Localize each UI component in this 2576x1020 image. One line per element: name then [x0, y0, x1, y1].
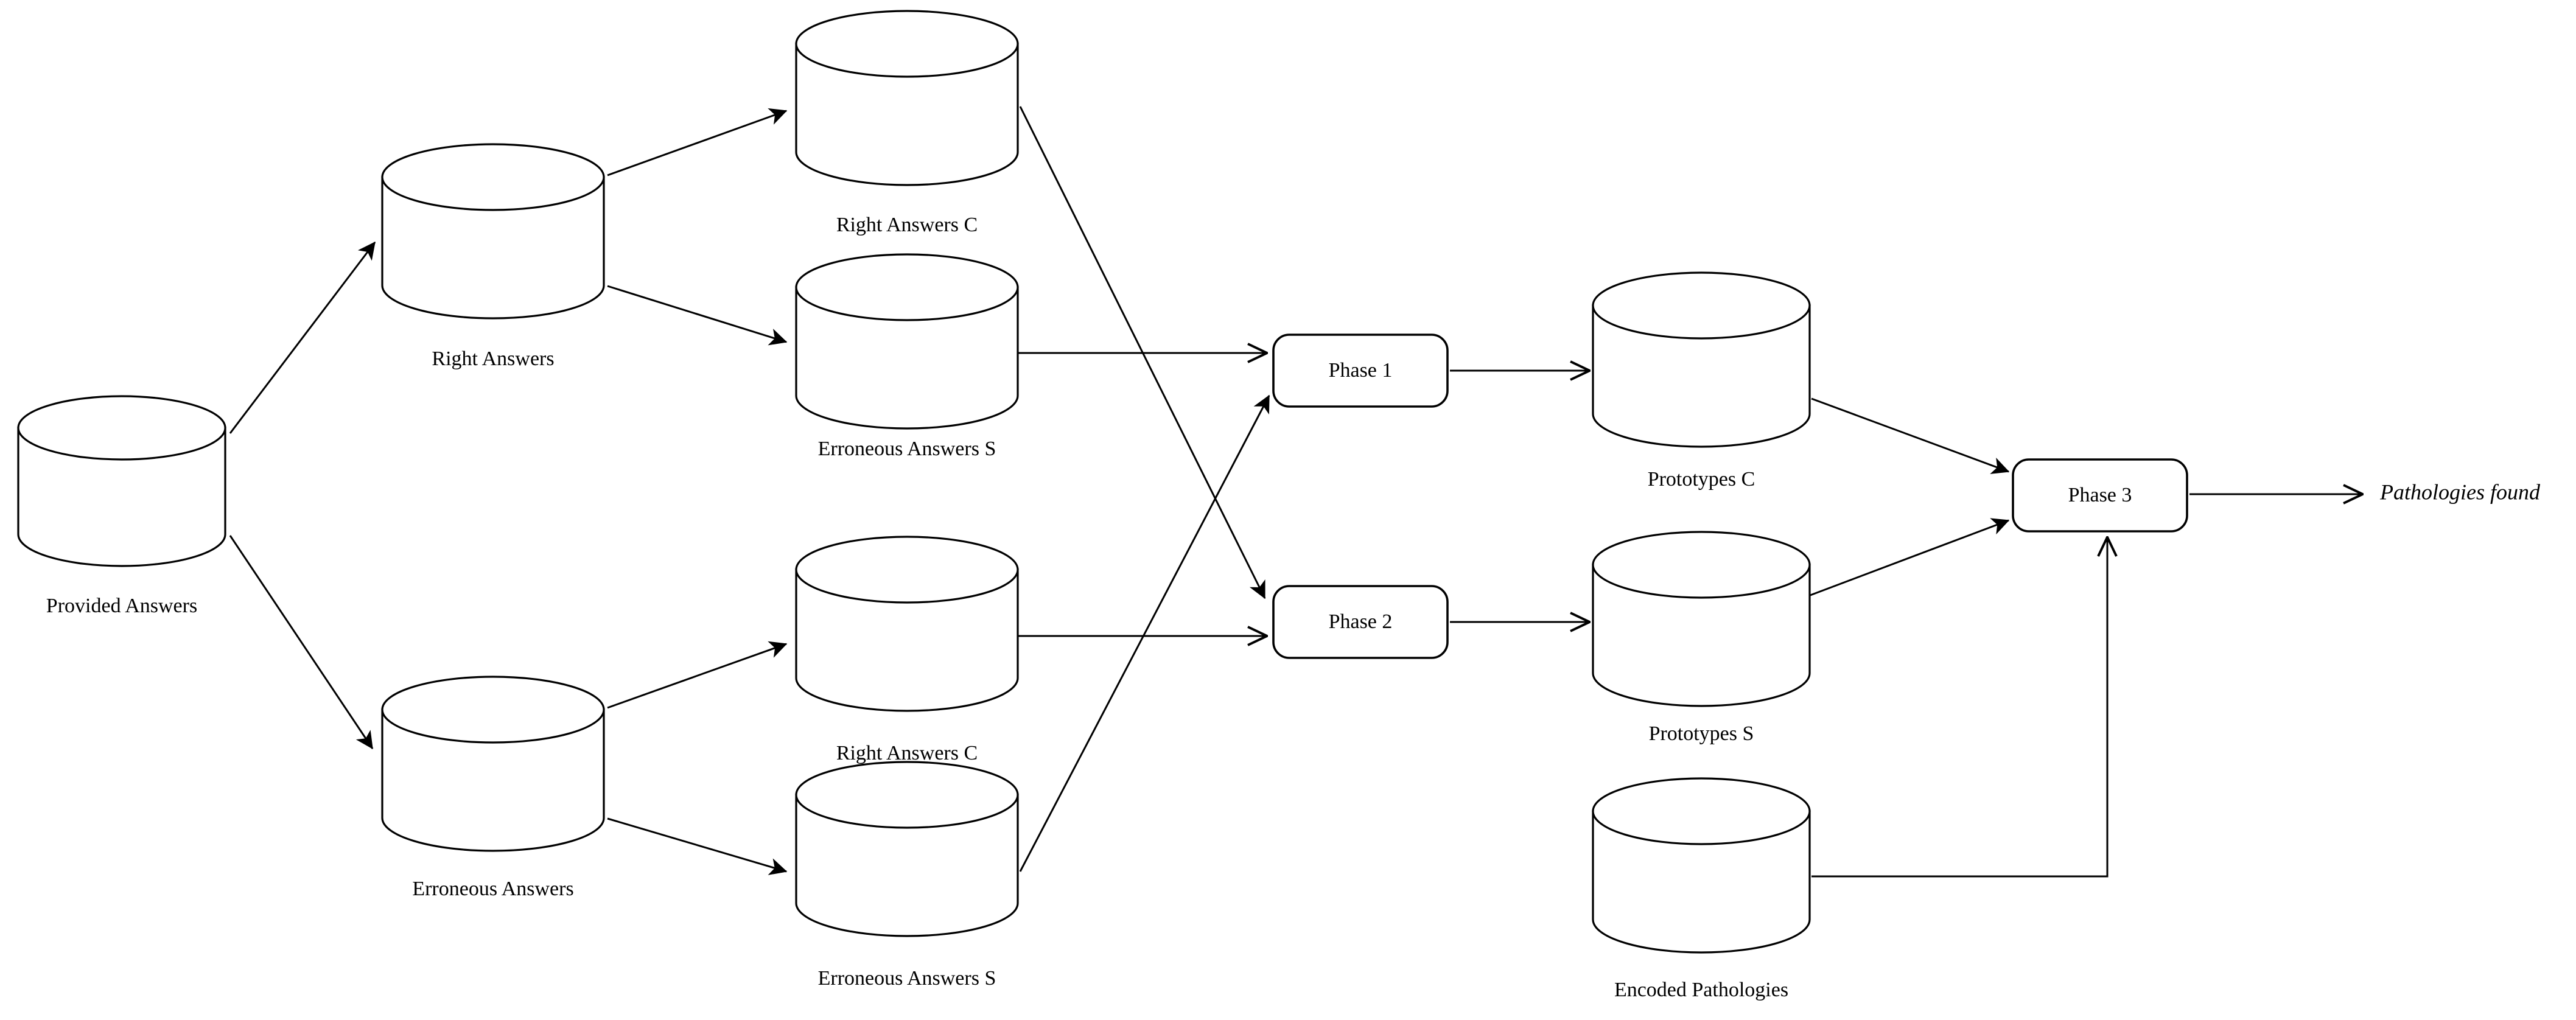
cylinder-top	[17, 395, 226, 461]
edge-erroneous-answers-to-right-answers-c	[607, 641, 788, 709]
cylinder-body	[381, 176, 605, 320]
node-label-provided-answers: Provided Answers	[46, 595, 197, 617]
cylinder-body	[795, 43, 1019, 186]
cylinder-body	[1592, 810, 1811, 954]
node-prototypes-c[interactable]: Prototypes C	[1592, 271, 1811, 491]
phase-3-label: Phase 3	[2068, 484, 2132, 506]
node-label-encoded-pathologies: Encoded Pathologies	[1614, 979, 1788, 1001]
cylinder-top	[381, 676, 605, 744]
cylinder-body	[795, 568, 1019, 712]
edge-provided-to-erroneous-answers	[229, 535, 374, 750]
node-label-right-answers: Right Answers	[432, 348, 554, 370]
cylinder-body	[1592, 564, 1811, 707]
edge-prototypes-c-to-phase-3	[1811, 397, 2010, 474]
phase-3-rect	[2012, 458, 2188, 533]
edge-right-answers-to-erroneous-answers-s	[607, 285, 788, 346]
phase-2-label: Phase 2	[1329, 610, 1393, 633]
edge-erroneous-answers-s-lower-to-phase-1	[1019, 394, 1270, 872]
node-provided-answers[interactable]: Provided Answers	[17, 395, 226, 617]
cylinder-body	[17, 427, 226, 567]
node-right-answers-c-lower[interactable]: Right Answers C	[795, 536, 1019, 764]
node-erroneous-answers[interactable]: Erroneous Answers	[381, 676, 605, 900]
cylinder-top	[1592, 531, 1811, 599]
node-label-right-answers-c-upper: Right Answers C	[836, 214, 978, 236]
cylinder-top	[1592, 271, 1811, 340]
cylinder-top	[381, 143, 605, 211]
cylinder-top	[795, 253, 1019, 321]
cylinder-body	[1592, 304, 1811, 448]
phase-1-label: Phase 1	[1329, 359, 1393, 382]
edge-right-answers-to-right-answers-c	[607, 108, 788, 176]
node-erroneous-answers-s-lower[interactable]: Erroneous Answers S	[795, 761, 1019, 990]
phase-1-box[interactable]: Phase 1	[1272, 334, 1449, 408]
cylinder-top	[795, 536, 1019, 604]
cylinder-body	[795, 794, 1019, 937]
phase-3-box[interactable]: Phase 3	[2012, 458, 2188, 533]
node-label-prototypes-s: Prototypes S	[1649, 722, 1754, 745]
cylinder-top	[1592, 777, 1811, 845]
phase-2-box[interactable]: Phase 2	[1272, 585, 1449, 659]
node-label-erroneous-answers-s-lower: Erroneous Answers S	[818, 967, 996, 990]
cylinder-top	[795, 10, 1019, 78]
edge-erroneous-answers-to-erroneous-answers-s	[607, 817, 788, 875]
cylinder-body	[795, 286, 1019, 430]
node-right-answers[interactable]: Right Answers	[381, 143, 605, 370]
cylinder-body	[381, 708, 605, 852]
edge-provided-to-right-answers	[229, 241, 376, 434]
node-label-prototypes-c: Prototypes C	[1648, 468, 1755, 491]
edge-prototypes-s-to-phase-3	[1810, 518, 2010, 596]
output-pathologies-found: Pathologies found	[2379, 480, 2541, 504]
node-encoded-pathologies[interactable]: Encoded Pathologies	[1592, 777, 1811, 1001]
edge-encoded-pathologies-to-phase-3	[1811, 538, 2107, 878]
node-label-right-answers-c-lower: Right Answers C	[836, 742, 978, 764]
phase-1-rect	[1272, 334, 1449, 408]
node-label-erroneous-answers-s-upper: Erroneous Answers S	[818, 438, 996, 460]
phase-2-rect	[1272, 585, 1449, 659]
edge-layer	[229, 106, 2362, 878]
node-prototypes-s[interactable]: Prototypes S	[1592, 531, 1811, 745]
node-erroneous-answers-s-upper[interactable]: Erroneous Answers S	[795, 253, 1019, 460]
node-label-erroneous-answers: Erroneous Answers	[412, 878, 573, 900]
cylinder-top	[795, 761, 1019, 829]
node-right-answers-c-upper[interactable]: Right Answers C	[795, 10, 1019, 236]
